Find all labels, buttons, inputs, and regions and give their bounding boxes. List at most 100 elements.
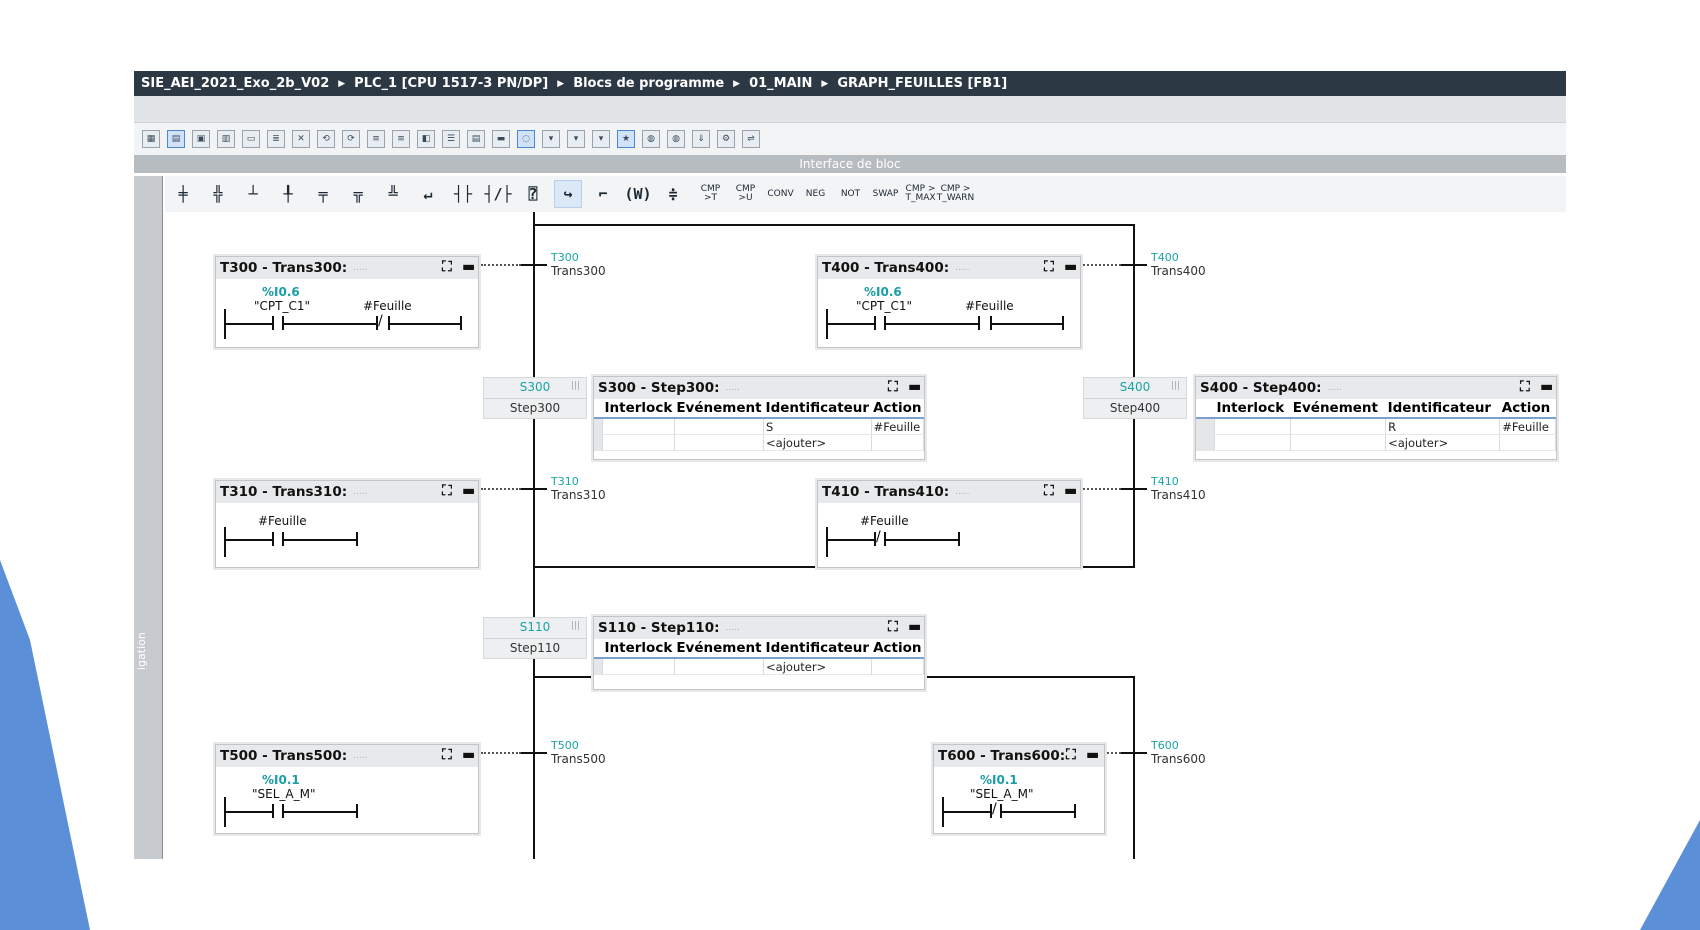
toolbar-icon[interactable]: ▾ [592,130,610,148]
minimize-icon[interactable]: ▬ [1086,747,1100,763]
conv-button[interactable]: CONV [767,188,794,199]
cmp-tmax-button[interactable]: CMP > T_MAX [905,184,936,203]
swap-button[interactable]: SWAP [872,188,899,199]
maximize-icon[interactable]: ⛶ [1044,483,1054,499]
maximize-icon[interactable]: ⛶ [1044,259,1054,275]
transition-panel-t310[interactable]: T310 - Trans310:..... ⛶▬ #Feuille [215,480,479,568]
toolbar-icon[interactable]: ⟲ [317,130,335,148]
transition-panel-t300[interactable]: T300 - Trans300:..... ⛶▬ %I0.6 "CPT_C1" … [215,256,479,348]
toolbar-icon[interactable]: ≡ [367,130,385,148]
maximize-icon[interactable]: ⛶ [888,619,898,635]
toolbar-icon[interactable]: ⚙ [717,130,735,148]
step-box-s300[interactable]: S300 ||| Step300 [483,377,587,419]
action-cell[interactable] [871,658,925,675]
table-row[interactable]: <ajouter> [1196,434,1556,451]
transition-panel-t600[interactable]: T600 - Trans600: ⛶▬ %I0.1 "SEL_A_M" / [933,744,1105,834]
breadcrumb-current-block[interactable]: GRAPH_FEUILLES [FB1] [837,76,1008,91]
breadcrumb-blocks[interactable]: Blocs de programme [573,76,725,91]
toolbar-icon[interactable]: ⇌ [742,130,760,148]
toolbar-icon[interactable]: ▬ [492,130,510,148]
branch-icon[interactable]: ╤ [318,185,328,203]
maximize-icon[interactable]: ⛶ [442,259,452,275]
toolbar-icon[interactable]: ▣ [192,130,210,148]
graph-sequence-canvas[interactable]: T300 Trans300 T300 - Trans300:..... ⛶▬ %… [163,212,1566,859]
minimize-icon[interactable]: ▬ [908,379,922,395]
toolbar-icon[interactable]: ▦ [142,130,160,148]
compare-icon[interactable]: ≑ [668,185,678,203]
branch-close-icon[interactable]: ↵ [423,185,433,203]
toolbar-icon[interactable]: ◧ [417,130,435,148]
cmp-t-button[interactable]: CMP >T [700,184,721,203]
jump-icon[interactable]: ┴ [248,185,258,203]
transition-icon[interactable]: ╀ [283,185,293,203]
identifier-cell[interactable]: S [763,418,872,435]
alt-branch-icon[interactable]: ╦ [353,185,363,203]
toolbar-icon[interactable]: ≡ [392,130,410,148]
close-branch-icon[interactable]: ⌐ [598,185,608,203]
maximize-icon[interactable]: ⛶ [888,379,898,395]
navigation-tab[interactable]: igation [135,632,148,670]
minimize-icon[interactable]: ▬ [908,619,922,635]
monitor-icon[interactable]: ◍ [642,130,660,148]
empty-box-icon[interactable]: ⍰ [528,185,538,203]
minimize-icon[interactable]: ▬ [1064,259,1078,275]
block-interface-bar[interactable]: Interface de bloc [134,155,1566,173]
maximize-icon[interactable]: ⛶ [442,747,452,763]
action-cell[interactable] [871,434,925,451]
table-row[interactable]: <ajouter> [594,434,925,451]
transition-panel-t400[interactable]: T400 - Trans400:..... ⛶▬ %I0.6 "CPT_C1" … [817,256,1081,348]
identifier-cell[interactable]: R [1385,418,1501,435]
cmp-twarn-button[interactable]: CMP > T_WARN [936,184,975,203]
table-row[interactable]: <ajouter> [594,658,925,675]
step-icon[interactable]: ╬ [213,185,223,203]
monitor-icon[interactable]: ◍ [667,130,685,148]
no-contact-icon[interactable]: ┤├ [453,185,473,203]
identifier-cell[interactable]: <ajouter> [1385,434,1501,451]
toolbar-icon[interactable]: ✕ [292,130,310,148]
action-cell[interactable] [1499,434,1556,451]
toolbar-icon[interactable]: ▾ [567,130,585,148]
identifier-cell[interactable]: <ajouter> [763,658,872,675]
toolbar-icon[interactable]: ☰ [442,130,460,148]
coil-icon[interactable]: (W) [624,185,652,203]
open-branch-icon[interactable]: ↪ [554,180,582,208]
identifier-cell[interactable]: <ajouter> [763,434,872,451]
neg-button[interactable]: NEG [805,188,826,199]
simultaneous-branch-icon[interactable]: ╩ [388,185,398,203]
minimize-icon[interactable]: ▬ [1064,483,1078,499]
toolbar-icon[interactable]: ⟳ [342,130,360,148]
comment-icon[interactable]: ◌ [517,130,535,148]
table-row[interactable]: R#Feuille [1196,418,1556,435]
step-transition-icon[interactable]: ╪ [178,185,188,203]
action-cell[interactable]: #Feuille [871,418,925,435]
maximize-icon[interactable]: ⛶ [442,483,452,499]
minimize-icon[interactable]: ▬ [462,483,476,499]
download-icon[interactable]: ⇓ [692,130,710,148]
toolbar-icon[interactable]: ▥ [217,130,235,148]
breadcrumb-plc[interactable]: PLC_1 [CPU 1517-3 PN/DP] [354,76,549,91]
action-cell[interactable]: #Feuille [1499,418,1556,435]
transition-panel-t500[interactable]: T500 - Trans500:..... ⛶▬ %I0.1 "SEL_A_M" [215,744,479,834]
minimize-icon[interactable]: ▬ [1540,379,1554,395]
nc-contact-icon[interactable]: ┤/├ [484,185,512,203]
toolbar-icon[interactable]: ▾ [542,130,560,148]
toolbar-icon[interactable]: ▤ [167,130,185,148]
breadcrumb-main[interactable]: 01_MAIN [749,76,813,91]
toolbar-icon[interactable]: ≣ [267,130,285,148]
table-row[interactable]: S#Feuille [594,418,925,435]
step-box-s400[interactable]: S400 ||| Step400 [1083,377,1187,419]
maximize-icon[interactable]: ⛶ [1066,747,1076,763]
transition-panel-t410[interactable]: T410 - Trans410:..... ⛶▬ #Feuille / [817,480,1081,568]
toolbar-icon[interactable]: ★ [617,130,635,148]
breadcrumb-project[interactable]: SIE_AEI_2021_Exo_2b_V02 [141,76,330,91]
minimize-icon[interactable]: ▬ [462,747,476,763]
cmp-u-button[interactable]: CMP >U [735,184,756,203]
maximize-icon[interactable]: ⛶ [1520,379,1530,395]
step-box-s110[interactable]: S110 ||| Step110 [483,617,587,659]
toolbar-icon[interactable]: ▤ [467,130,485,148]
toolbar-icon[interactable]: ▭ [242,130,260,148]
minimize-icon[interactable]: ▬ [462,259,476,275]
